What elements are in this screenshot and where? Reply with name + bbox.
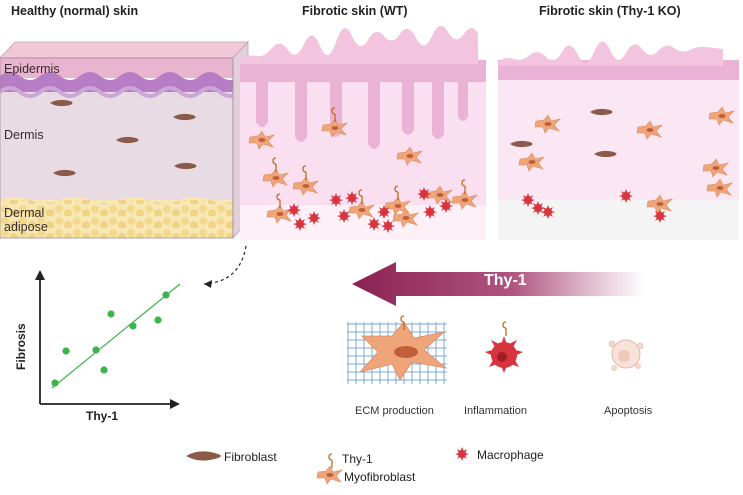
legend-fibroblast-label: Fibroblast (224, 450, 277, 464)
ecm-production-illustration (347, 315, 448, 384)
plot-point (92, 346, 100, 354)
trend-line (51, 283, 181, 389)
title-fibrotic-wt: Fibrotic skin (WT) (302, 4, 408, 18)
label-apoptosis: Apoptosis (604, 405, 653, 417)
label-ecm-production: ECM production (355, 405, 434, 417)
title-fibrotic-ko: Fibrotic skin (Thy-1 KO) (539, 4, 681, 18)
label-dermal-adipose-line1: Dermal (4, 206, 45, 220)
label-epidermis: Epidermis (4, 62, 60, 76)
plot-point (100, 366, 108, 374)
legend-macrophage-label: Macrophage (477, 448, 544, 462)
plot-point (107, 310, 115, 318)
label-dermis: Dermis (4, 128, 44, 142)
legend-fibroblast-icon (186, 451, 221, 461)
legend-thy1-label: Thy-1 (342, 452, 373, 466)
correlation-plot (35, 270, 181, 409)
plot-point (154, 316, 162, 324)
apoptosis-illustration (608, 339, 644, 371)
dashed-connector-arrow (203, 245, 247, 285)
label-inflammation: Inflammation (464, 405, 527, 417)
title-healthy-skin: Healthy (normal) skin (11, 4, 139, 18)
plot-xlabel: Thy-1 (86, 409, 119, 423)
legend-myofibroblast-label: Myofibroblast (344, 470, 416, 484)
fibrotic-ko-block (498, 41, 739, 240)
plot-point (51, 379, 59, 387)
thy1-gradient-arrow (352, 262, 645, 306)
plot-point (129, 322, 137, 330)
label-dermal-adipose-line2: adipose (4, 220, 48, 234)
legend-thy1-icon (328, 453, 333, 469)
fibrotic-wt-block (240, 25, 486, 240)
plot-point (162, 291, 170, 299)
legend-myofibroblast-icon (316, 465, 343, 485)
inflammation-illustration (485, 321, 523, 373)
legend-macrophage-icon (455, 447, 469, 461)
plot-ylabel: Fibrosis (14, 323, 28, 370)
plot-point (62, 347, 70, 355)
arrow-thy1-label: Thy-1 (484, 272, 527, 289)
